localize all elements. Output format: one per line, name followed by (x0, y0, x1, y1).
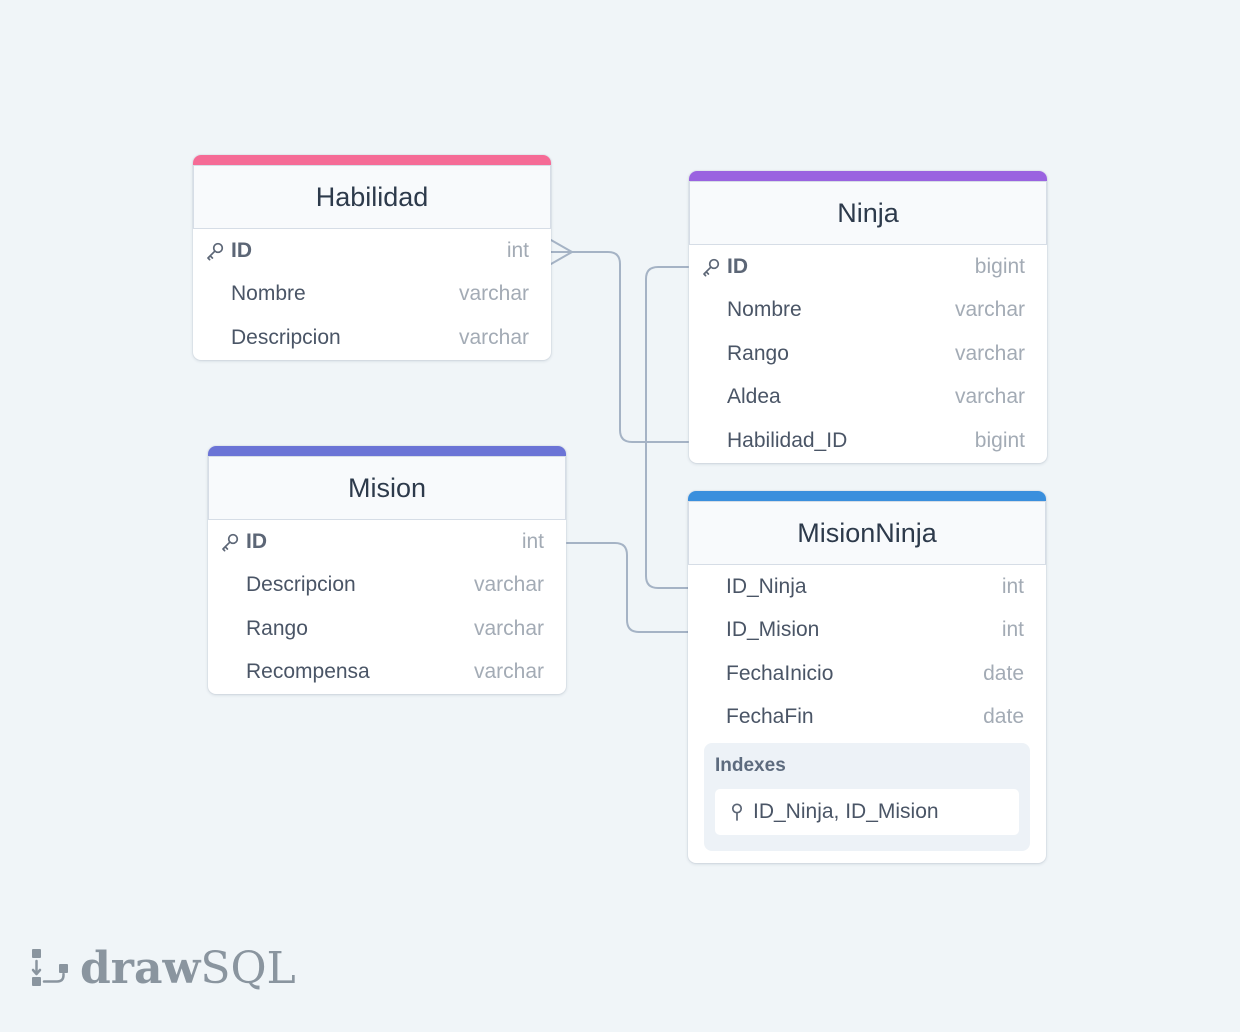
column-row[interactable]: Descripcion varchar (208, 564, 566, 608)
index-item[interactable]: ID_Ninja, ID_Mision (715, 789, 1019, 835)
column-type: varchar (954, 341, 1025, 365)
column-name: ID_Ninja (726, 574, 807, 598)
table-title: MisionNinja (797, 517, 937, 548)
table-title: Mision (347, 472, 427, 503)
key-icon (205, 241, 231, 261)
column-type: varchar (458, 325, 529, 349)
table-header[interactable]: Mision (208, 456, 566, 520)
column-row[interactable]: Nombre varchar (193, 273, 551, 317)
table-mision[interactable]: Mision ID int Descripcion varchar Rango … (208, 446, 566, 694)
column-row[interactable]: Nombre varchar (689, 289, 1047, 333)
column-name: Habilidad_ID (727, 428, 848, 452)
column-row[interactable]: ID_Ninja int (688, 565, 1046, 609)
column-type: int (1001, 618, 1024, 642)
column-row[interactable]: Habilidad_ID bigint (689, 419, 1047, 463)
column-type: date (983, 661, 1024, 685)
column-type: varchar (954, 385, 1025, 409)
column-name: Nombre (727, 298, 802, 322)
column-name: Descripcion (231, 325, 341, 349)
column-type: varchar (473, 573, 544, 597)
column-type: bigint (974, 254, 1025, 278)
key-icon (701, 257, 727, 277)
column-row[interactable]: Descripcion varchar (193, 316, 551, 360)
column-row[interactable]: Rango varchar (689, 332, 1047, 376)
table-accent-bar (689, 171, 1047, 181)
column-name: ID (231, 238, 252, 262)
column-row[interactable]: Rango varchar (208, 607, 566, 651)
table-title: Ninja (837, 197, 899, 228)
relation-habilidad-ninja (550, 251, 689, 443)
table-habilidad[interactable]: Habilidad ID int Nombre varchar Descripc… (193, 155, 551, 360)
column-row[interactable]: ID int (208, 520, 566, 564)
column-name: FechaInicio (726, 661, 834, 685)
column-row[interactable]: FechaInicio date (688, 652, 1046, 696)
column-name: FechaFin (726, 705, 814, 729)
column-row[interactable]: Aldea varchar (689, 376, 1047, 420)
relation-ninja-misionninja (645, 266, 689, 589)
column-row[interactable]: ID_Mision int (688, 609, 1046, 653)
column-name: Rango (727, 341, 789, 365)
column-type: varchar (954, 298, 1025, 322)
index-columns: ID_Ninja, ID_Mision (753, 800, 939, 823)
column-type: int (521, 529, 544, 553)
drawsql-logo: draw SQL (30, 942, 296, 994)
column-type: bigint (974, 428, 1025, 452)
column-type: int (1001, 574, 1024, 598)
table-accent-bar (193, 155, 551, 165)
column-name: Nombre (231, 282, 306, 306)
table-title: Habilidad (315, 181, 429, 212)
crowfoot-habilidad-end (550, 239, 573, 265)
index-pin-icon (729, 802, 753, 822)
key-icon (220, 532, 246, 552)
table-header[interactable]: Ninja (689, 181, 1047, 245)
column-type: varchar (473, 616, 544, 640)
column-name: ID (246, 529, 267, 553)
indexes-title: Indexes (715, 755, 786, 776)
column-row[interactable]: ID bigint (689, 245, 1047, 289)
relation-mision-misionninja (566, 542, 689, 633)
column-name: Aldea (727, 385, 781, 409)
column-name: ID_Mision (726, 618, 820, 642)
drawsql-logo-icon (31, 949, 68, 986)
column-row[interactable]: Recompensa varchar (208, 651, 566, 695)
column-name: Descripcion (246, 573, 356, 597)
column-name: Rango (246, 616, 308, 640)
table-misionninja[interactable]: MisionNinja ID_Ninja int ID_Mision int F… (688, 491, 1046, 863)
indexes-panel: Indexes ID_Ninja, ID_Mision (704, 743, 1030, 851)
column-name: ID (727, 254, 748, 278)
table-ninja[interactable]: Ninja ID bigint Nombre varchar Rango var… (689, 171, 1047, 463)
column-type: date (983, 705, 1024, 729)
column-row[interactable]: FechaFin date (688, 696, 1046, 740)
column-type: int (506, 238, 529, 262)
table-header[interactable]: MisionNinja (688, 501, 1046, 565)
column-row[interactable]: ID int (193, 229, 551, 273)
column-type: varchar (458, 282, 529, 306)
table-accent-bar (208, 446, 566, 456)
table-header[interactable]: Habilidad (193, 165, 551, 229)
logo-text-draw: draw (80, 942, 201, 994)
table-accent-bar (688, 491, 1046, 501)
column-name: Recompensa (246, 660, 370, 684)
logo-text-sql: SQL (200, 942, 296, 994)
column-type: varchar (473, 660, 544, 684)
